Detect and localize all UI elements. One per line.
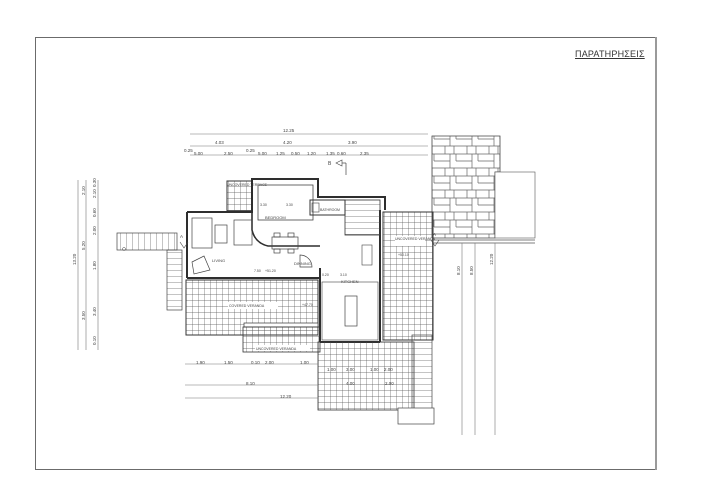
svg-text:2.50: 2.50 [224, 151, 233, 156]
svg-text:8.10: 8.10 [456, 266, 461, 275]
external-stairs-left [116, 232, 183, 311]
svg-text:3.10: 3.10 [340, 273, 347, 277]
svg-text:0.30: 0.30 [92, 178, 97, 187]
living-furniture [191, 217, 253, 275]
svg-text:1.00: 1.00 [370, 367, 379, 372]
svg-text:2.35: 2.35 [360, 151, 369, 156]
svg-text:3.00: 3.00 [346, 367, 355, 372]
svg-text:3.90: 3.90 [348, 140, 357, 145]
svg-text:KITCHEN: KITCHEN [341, 279, 359, 284]
svg-text:4.00: 4.00 [346, 381, 355, 386]
bottom-dimensions [185, 363, 318, 399]
svg-text:0.10: 0.10 [251, 360, 260, 365]
svg-text:5.00: 5.00 [194, 151, 203, 156]
uncovered-veranda-right: UNCOVERED VERANDA +50.10 [382, 211, 436, 341]
svg-text:A: A [180, 234, 183, 239]
bathroom-room: BATHROOM [309, 199, 346, 216]
svg-text:12.20: 12.20 [489, 253, 494, 265]
svg-text:0.60: 0.60 [92, 208, 97, 217]
svg-text:4.03: 4.03 [215, 140, 224, 145]
covered-veranda: COVERED VERANDA +47.70 [185, 279, 319, 336]
svg-text:+50.10: +50.10 [398, 253, 409, 257]
svg-text:2.00: 2.00 [265, 360, 274, 365]
dining-table [271, 232, 313, 268]
dim-top-overall: 12.25 [283, 128, 295, 133]
remarks-divider [655, 37, 657, 470]
svg-text:UNCOVERED VERANDA: UNCOVERED VERANDA [256, 347, 297, 351]
svg-text:UNCOVERED TERRACE: UNCOVERED TERRACE [227, 183, 268, 187]
svg-text:1.25: 1.25 [276, 151, 285, 156]
svg-text:+51.20: +51.20 [265, 269, 276, 273]
svg-text:13.20: 13.20 [72, 253, 77, 265]
stone-paving [431, 135, 536, 244]
svg-text:UNCOVERED VERANDA: UNCOVERED VERANDA [395, 237, 436, 241]
living-labels: LIVING 7.50 +51.20 [212, 258, 276, 273]
svg-text:0.10: 0.10 [92, 336, 97, 345]
right-dimension-labels: 8.10 8.50 12.20 [456, 253, 494, 275]
drawing-frame [35, 37, 655, 470]
svg-text:0.60: 0.60 [337, 151, 346, 156]
section-marker-b: B [328, 159, 347, 175]
svg-text:1.00: 1.00 [300, 360, 309, 365]
left-dimension-labels: 13.20 2.10 5.20 3.50 0.30 2.10 0.60 2.00… [72, 178, 97, 345]
svg-text:1.90: 1.90 [196, 360, 205, 365]
bottom-dimension-labels: 1.90 1.50 0.10 2.00 1.00 1.00 3.00 1.00 … [196, 360, 394, 399]
internal-stairs [344, 199, 381, 236]
svg-text:5.00: 5.00 [258, 151, 267, 156]
top-dimensions [190, 133, 428, 156]
dinning-label: DINNING [294, 261, 311, 266]
section-marker-a-left: A [179, 234, 189, 249]
external-stairs-bottom-right [397, 334, 435, 425]
svg-text:8.10: 8.10 [246, 381, 255, 386]
svg-text:BATHROOM: BATHROOM [320, 208, 340, 212]
svg-text:8.50: 8.50 [469, 266, 474, 275]
svg-text:1.00: 1.00 [327, 367, 336, 372]
svg-text:1.35: 1.35 [326, 151, 335, 156]
svg-text:BEDROOM: BEDROOM [265, 215, 286, 220]
svg-text:COVERED VERANDA: COVERED VERANDA [229, 304, 265, 308]
svg-text:3.30: 3.30 [260, 203, 267, 207]
svg-text:3.50: 3.50 [81, 311, 86, 320]
svg-text:2.00: 2.00 [92, 226, 97, 235]
svg-text:B: B [328, 161, 332, 167]
svg-text:2.00: 2.00 [384, 367, 393, 372]
svg-text:0.25: 0.25 [184, 148, 193, 153]
uncovered-veranda-bottom: UNCOVERED VERANDA [242, 326, 415, 411]
svg-text:0.20: 0.20 [322, 273, 329, 277]
svg-text:0.50: 0.50 [291, 151, 300, 156]
svg-text:1.20: 1.20 [307, 151, 316, 156]
left-dimensions [77, 180, 99, 350]
svg-text:1.80: 1.80 [92, 261, 97, 270]
right-dimensions [461, 243, 496, 435]
svg-text:12.20: 12.20 [280, 394, 292, 399]
svg-text:0.25: 0.25 [246, 148, 255, 153]
svg-text:5.20: 5.20 [81, 241, 86, 250]
svg-text:A: A [433, 232, 436, 237]
svg-text:3.30: 3.30 [286, 203, 293, 207]
svg-text:2.00: 2.00 [385, 381, 394, 386]
svg-text:4.20: 4.20 [283, 140, 292, 145]
svg-text:1.50: 1.50 [224, 360, 233, 365]
svg-text:2.10: 2.10 [81, 186, 86, 195]
remarks-title: ΠΑΡΑΤΗΡΗΣΕΙΣ [575, 49, 645, 59]
svg-text:LIVING: LIVING [212, 258, 225, 263]
section-marker-a-right: A [430, 232, 440, 247]
kitchen-room: KITCHEN 0.20 3.10 [321, 244, 379, 341]
svg-text:3.40: 3.40 [92, 307, 97, 316]
svg-text:2.10: 2.10 [92, 189, 97, 198]
svg-text:7.50: 7.50 [254, 269, 261, 273]
top-dimension-labels: 12.25 4.03 4.20 3.90 0.25 5.00 2.50 0.25… [184, 128, 369, 156]
svg-text:+47.70: +47.70 [302, 303, 313, 307]
